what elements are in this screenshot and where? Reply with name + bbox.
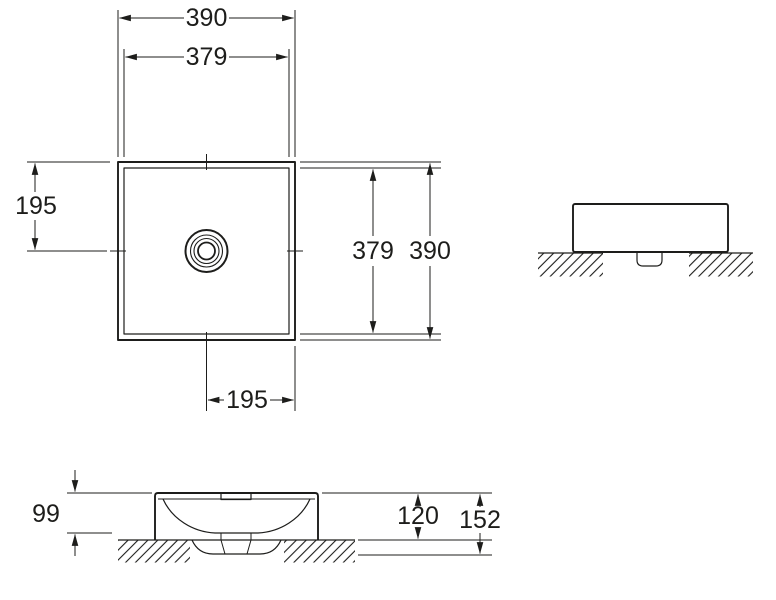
dim-width-inner: 379 <box>123 43 290 157</box>
centerline-ticks <box>110 154 303 348</box>
basin-inner-rim <box>123 167 290 335</box>
dim-bowl-depth: 99 <box>32 470 152 556</box>
dim-label-width-outer: 390 <box>186 4 228 32</box>
extension-lines <box>300 161 441 341</box>
dim-label-width-inner: 379 <box>186 43 228 71</box>
extension-lines <box>322 492 492 541</box>
drain-top-view <box>184 229 229 273</box>
dim-total-height: 152 <box>358 494 501 556</box>
extension-lines <box>67 492 152 534</box>
dim-label-height-above-counter: 120 <box>397 502 439 530</box>
dim-label-total-height: 152 <box>459 506 501 534</box>
basin-side-profile <box>572 203 729 253</box>
dim-height-inner: 379 <box>300 167 441 335</box>
counter-hatch-left <box>118 540 190 563</box>
counter-hatch-right <box>689 253 753 277</box>
counter-hatch-left <box>538 253 603 277</box>
dim-label-height-inner: 379 <box>352 237 394 265</box>
dim-label-half-height: 195 <box>15 192 57 220</box>
dim-width-outer: 390 <box>117 4 296 157</box>
extension-lines <box>300 167 441 335</box>
side-view <box>538 203 753 277</box>
basin-underbody <box>191 539 282 555</box>
counter-hatch-right <box>284 540 355 563</box>
dim-label-half-width: 195 <box>226 386 268 414</box>
drain-front-view <box>220 533 252 555</box>
extension-lines <box>123 49 290 157</box>
dim-height-outer: 390 <box>300 161 451 341</box>
extension-lines <box>206 346 296 411</box>
drain-side-view <box>636 252 663 267</box>
dim-half-height: 195 <box>15 161 110 252</box>
extension-lines <box>27 161 110 252</box>
front-view <box>118 492 355 563</box>
basin-outer-rim <box>117 161 296 341</box>
dim-label-bowl-depth: 99 <box>32 500 60 528</box>
top-view <box>110 154 303 348</box>
dim-half-width: 195 <box>206 346 296 414</box>
dim-height-above-counter: 120 <box>322 492 492 541</box>
extension-lines <box>117 10 296 157</box>
overflow-notch <box>220 492 252 501</box>
dim-label-height-outer: 390 <box>409 237 451 265</box>
bowl-profile <box>162 498 311 534</box>
